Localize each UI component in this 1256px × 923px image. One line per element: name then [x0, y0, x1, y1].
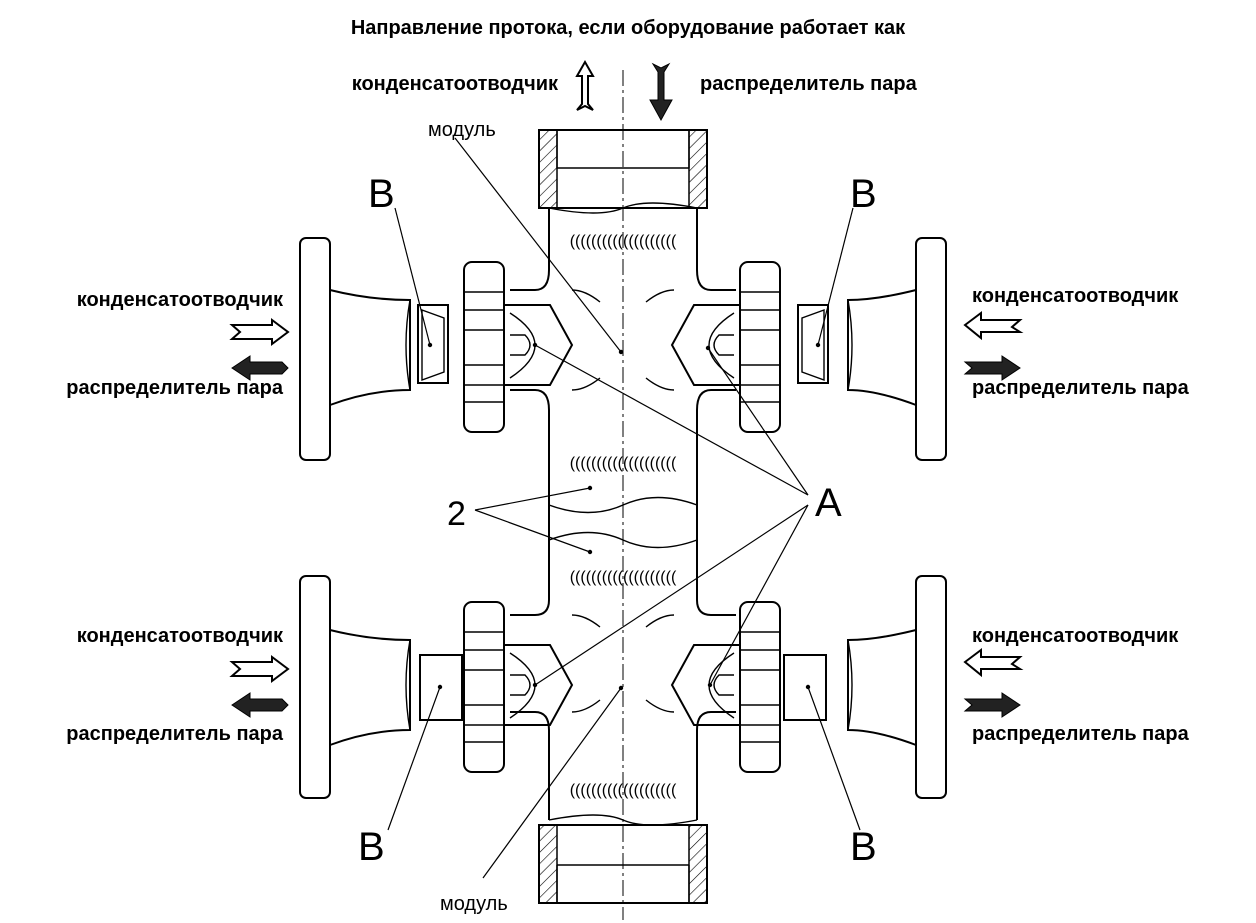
module-label-top: модуль [428, 119, 496, 141]
callout-b-top-left: B [368, 172, 395, 216]
assembly-top-right [670, 237, 947, 461]
hollow-arrow-left-icon [963, 311, 1024, 341]
top-right-trap-label: конденсатоотводчик [972, 285, 1179, 307]
hollow-arrow-left-icon [963, 648, 1024, 678]
spring-mid-top: (((((((((((((((((((( [570, 455, 677, 472]
spring-top: (((((((((((((((((((( [570, 233, 677, 250]
spring-mid-bottom: (((((((((((((((((((( [570, 569, 677, 586]
solid-arrow-right-icon [963, 692, 1021, 718]
callout-b-top-right: B [850, 172, 877, 216]
callout-a: A [815, 481, 842, 525]
bottom-left-trap-label: конденсатоотводчик [77, 625, 284, 647]
bottom-right-distributor-label: распределитель пара [972, 723, 1190, 745]
legend-trap-label: конденсатоотводчик [352, 73, 559, 95]
legend-distributor-label: распределитель пара [700, 73, 918, 95]
top-left-trap-label: конденсатоотводчик [77, 289, 284, 311]
bottom-left-distributor-label: распределитель пара [66, 723, 284, 745]
solid-arrow-right-icon [963, 355, 1021, 381]
callout-b-bottom-right: B [850, 825, 877, 869]
bottom-right-trap-label: конденсатоотводчик [972, 625, 1179, 647]
assembly-bottom-left [299, 575, 574, 799]
hollow-arrow-right-icon [229, 318, 290, 346]
callout-b-bottom-left: B [358, 825, 385, 869]
hollow-arrow-right-icon [229, 655, 290, 683]
leader-dots [427, 342, 821, 691]
hollow-arrow-up-icon [575, 59, 595, 111]
top-right-distributor-label: распределитель пара [972, 377, 1190, 399]
leader-lines [387, 137, 861, 879]
solid-arrow-left-icon [231, 355, 289, 381]
solid-arrow-down-icon [649, 62, 673, 122]
callout-2: 2 [447, 495, 466, 533]
assembly-top-left [299, 237, 574, 461]
solid-arrow-left-icon [231, 692, 289, 718]
module-body: (((((((((((((((((((( (((((((((((((((((((… [510, 129, 736, 904]
spring-bottom: (((((((((((((((((((( [570, 782, 677, 799]
module-label-bottom: модуль [440, 893, 508, 915]
assembly-bottom-right [670, 575, 947, 799]
top-left-distributor-label: распределитель пара [66, 377, 284, 399]
diagram-title: Направление протока, если оборудование р… [351, 17, 906, 39]
